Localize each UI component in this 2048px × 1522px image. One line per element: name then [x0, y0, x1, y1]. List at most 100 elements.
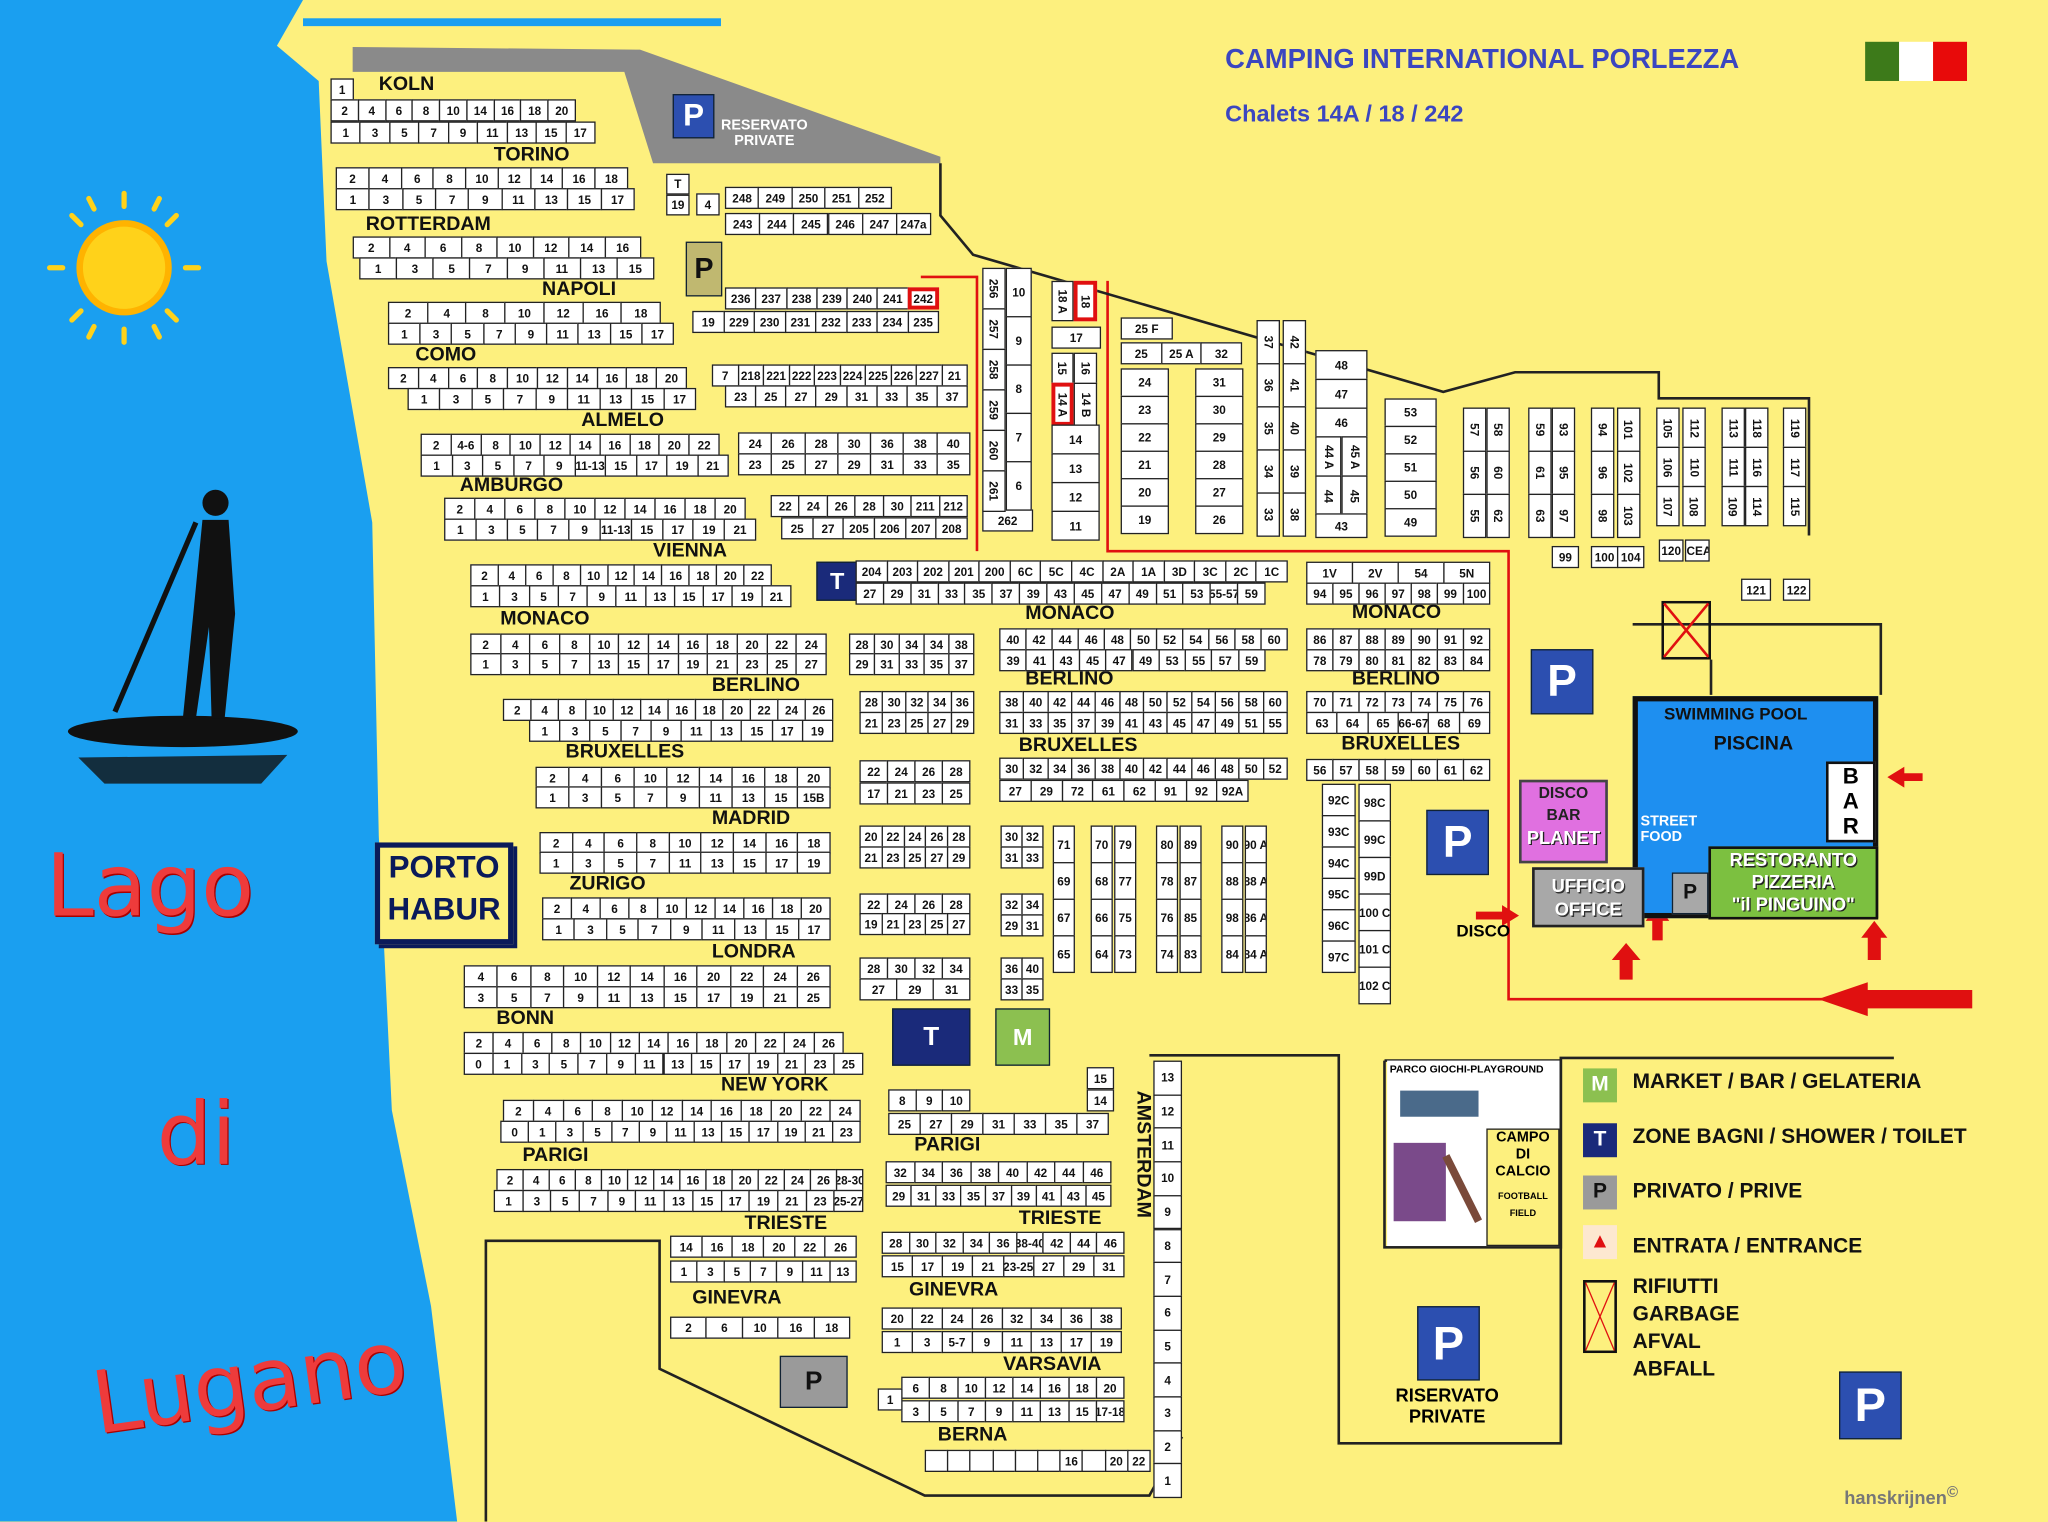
pitch[interactable]: 21: [777, 1189, 807, 1213]
pitch[interactable]: 20: [1120, 478, 1169, 507]
pitch[interactable]: 54: [1190, 690, 1216, 714]
pitch[interactable]: 10: [1005, 267, 1032, 318]
pitch[interactable]: 18: [797, 831, 831, 855]
pitch[interactable]: 16: [663, 965, 698, 988]
pitch[interactable]: 1: [335, 188, 371, 211]
pitch[interactable]: 68: [1090, 862, 1113, 900]
pitch[interactable]: 14: [529, 167, 564, 190]
pitch[interactable]: 102: [1616, 450, 1641, 496]
pitch[interactable]: 21: [886, 782, 916, 805]
pitch[interactable]: 32: [935, 1231, 964, 1254]
pitch[interactable]: 29: [1062, 1255, 1095, 1278]
pitch[interactable]: 7: [1005, 412, 1032, 463]
pitch[interactable]: 32: [1001, 1307, 1033, 1330]
pitch[interactable]: 14: [629, 965, 665, 988]
pitch[interactable]: 5: [723, 1260, 751, 1283]
pitch[interactable]: 8: [551, 1031, 582, 1055]
pitch[interactable]: 38: [1090, 1307, 1122, 1330]
pitch[interactable]: 18: [594, 167, 629, 190]
pitch[interactable]: 1: [539, 851, 573, 874]
pitch[interactable]: 50: [1384, 480, 1437, 510]
pitch[interactable]: 4: [463, 965, 499, 988]
pitch[interactable]: 5: [481, 454, 514, 477]
pitch[interactable]: 39: [1019, 582, 1048, 605]
pitch[interactable]: 110: [1682, 446, 1706, 488]
pitch[interactable]: 226: [890, 364, 917, 387]
pitch[interactable]: 37: [991, 582, 1021, 605]
pitch[interactable]: 12: [651, 1099, 683, 1122]
pitch[interactable]: 3: [368, 188, 404, 211]
pitch[interactable]: 6: [400, 167, 435, 190]
pitch[interactable]: 52: [1262, 757, 1288, 780]
pitch[interactable]: 12: [685, 897, 716, 920]
pitch[interactable]: 26: [796, 965, 831, 988]
pitch[interactable]: 15: [618, 653, 650, 676]
pitch[interactable]: 25: [903, 846, 927, 869]
pitch[interactable]: 22: [1120, 423, 1169, 452]
pitch[interactable]: 25: [888, 1112, 921, 1136]
pitch[interactable]: 45: [1341, 475, 1368, 516]
pitch[interactable]: 28: [941, 760, 971, 783]
pitch[interactable]: 7: [434, 188, 470, 211]
pitch[interactable]: 27: [1195, 478, 1244, 507]
pitch[interactable]: 53: [1158, 649, 1187, 672]
pitch[interactable]: 32: [1200, 342, 1243, 365]
pitch[interactable]: 4: [497, 564, 527, 587]
pitch[interactable]: 56: [1462, 450, 1487, 496]
pitch[interactable]: 49: [1128, 582, 1157, 605]
pitch[interactable]: 14: [638, 1031, 669, 1055]
pitch[interactable]: 14: [1051, 424, 1100, 455]
pitch[interactable]: 42: [1047, 690, 1073, 714]
pitch[interactable]: 44 A: [1315, 436, 1342, 477]
pitch[interactable]: 12: [497, 167, 532, 190]
pitch[interactable]: 2: [470, 564, 499, 587]
pitch[interactable]: 24: [886, 760, 916, 783]
pitch[interactable]: 24: [762, 965, 798, 988]
pitch[interactable]: 13: [588, 653, 620, 676]
pitch[interactable]: 88 A: [1244, 862, 1267, 900]
pitch[interactable]: 3: [1153, 1396, 1183, 1432]
pitch[interactable]: 239: [816, 287, 848, 310]
pitch[interactable]: 58: [1238, 690, 1264, 714]
pitch[interactable]: 1: [444, 518, 477, 541]
pitch[interactable]: 262: [982, 509, 1034, 532]
pitch[interactable]: 1: [387, 322, 421, 345]
pitch[interactable]: 112: [1682, 407, 1706, 448]
pitch[interactable]: 11: [596, 986, 632, 1009]
pitch[interactable]: 18: [684, 497, 716, 520]
pitch[interactable]: 117: [1782, 446, 1807, 488]
pitch[interactable]: 115: [1782, 485, 1807, 527]
pitch[interactable]: 50: [1238, 757, 1264, 780]
pitch[interactable]: 23: [881, 846, 905, 869]
pitch[interactable]: 20: [859, 825, 883, 848]
pitch[interactable]: 11: [635, 1189, 665, 1213]
pitch[interactable]: 19: [729, 986, 765, 1009]
pitch[interactable]: 242: [907, 287, 940, 310]
pitch[interactable]: 26: [804, 698, 834, 721]
pitch[interactable]: 14: [624, 497, 656, 520]
pitch[interactable]: 10: [496, 236, 534, 259]
pitch[interactable]: 15: [732, 851, 767, 874]
pitch[interactable]: 10: [585, 698, 614, 721]
pitch[interactable]: 1: [670, 1260, 698, 1283]
pitch[interactable]: 15: [765, 918, 799, 941]
pitch[interactable]: 15: [616, 257, 655, 280]
pitch[interactable]: 233: [845, 310, 878, 334]
pitch[interactable]: 24: [784, 1031, 815, 1055]
pitch[interactable]: 45: [1166, 711, 1193, 735]
pitch[interactable]: 16: [562, 167, 596, 190]
pitch[interactable]: 98: [1221, 898, 1244, 937]
pitch[interactable]: 11: [477, 121, 508, 144]
pitch[interactable]: 18: [1067, 1376, 1097, 1399]
pitch[interactable]: 8: [534, 497, 566, 520]
pitch[interactable]: 18: [620, 301, 661, 324]
pitch[interactable]: 13: [599, 387, 633, 411]
pitch[interactable]: 22: [859, 760, 889, 783]
pitch[interactable]: 12: [596, 965, 632, 988]
pitch[interactable]: 1: [359, 257, 398, 280]
pitch[interactable]: 53: [1182, 582, 1212, 605]
pitch[interactable]: 55: [1462, 493, 1487, 539]
pitch[interactable]: 20: [725, 1031, 757, 1055]
pitch[interactable]: 3: [696, 1260, 725, 1283]
pitch[interactable]: 107: [1656, 485, 1680, 527]
